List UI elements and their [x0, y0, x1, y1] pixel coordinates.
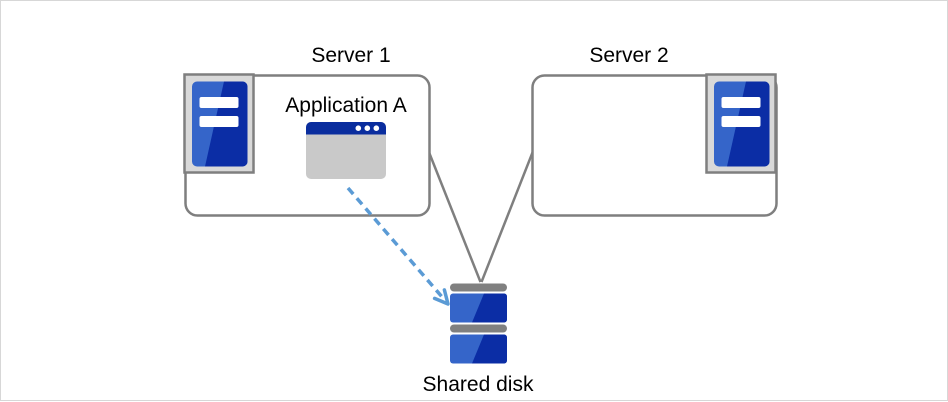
application-label: Application A: [285, 94, 406, 117]
app-window-icon: [306, 122, 386, 179]
titlebar-dot: [355, 125, 362, 131]
server-tower-slot: [721, 116, 761, 127]
server2-label: Server 2: [589, 44, 668, 67]
app-to-disk-arrow: [346, 186, 450, 306]
disk-unit-shade: [472, 293, 507, 323]
disk-top-bar: [450, 283, 507, 292]
server-tower-icon: [183, 73, 255, 174]
titlebar-dot: [364, 125, 371, 131]
arrow-head-icon: [432, 288, 450, 306]
disk-unit-shade: [472, 334, 507, 364]
server1-group: Server 1 Application A: [183, 44, 431, 217]
server-tower-icon: [705, 73, 777, 174]
application-group: Application A: [285, 94, 407, 179]
connector-server2-disk: [480, 149, 535, 283]
disk-stack-icon: [450, 283, 507, 364]
server1-label: Server 1: [311, 44, 390, 67]
server-tower-slot: [721, 97, 761, 108]
app-window-titlebar: [306, 122, 386, 135]
app-window-body: [306, 122, 386, 179]
shared-disk-label: Shared disk: [423, 373, 534, 396]
titlebar-dot: [373, 125, 380, 131]
server2-group: Server 2: [531, 44, 778, 217]
arrow-dashed-line: [346, 186, 445, 300]
server-tower-slot: [199, 97, 239, 108]
connector-server1-disk: [427, 150, 482, 283]
server-tower-slot: [199, 116, 239, 127]
disk-top-bar: [450, 324, 507, 333]
shared-disk-group: Shared disk: [423, 283, 534, 396]
